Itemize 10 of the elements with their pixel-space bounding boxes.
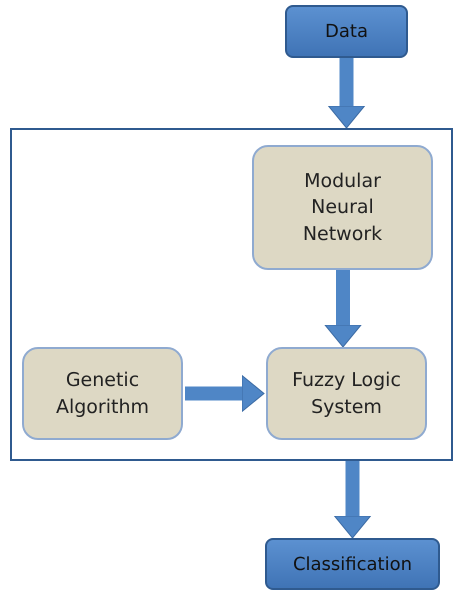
block-arrow bbox=[185, 375, 264, 412]
block-arrow bbox=[334, 461, 371, 538]
data-box: Data bbox=[285, 5, 408, 58]
system-frame bbox=[10, 128, 453, 461]
process-box: Genetic Algorithm bbox=[22, 347, 183, 440]
process-box: Fuzzy Logic System bbox=[266, 347, 427, 440]
output-box: Classification bbox=[265, 538, 440, 590]
process-box: Modular Neural Network bbox=[252, 145, 433, 270]
block-arrow bbox=[328, 58, 365, 128]
block-arrow bbox=[324, 270, 362, 348]
